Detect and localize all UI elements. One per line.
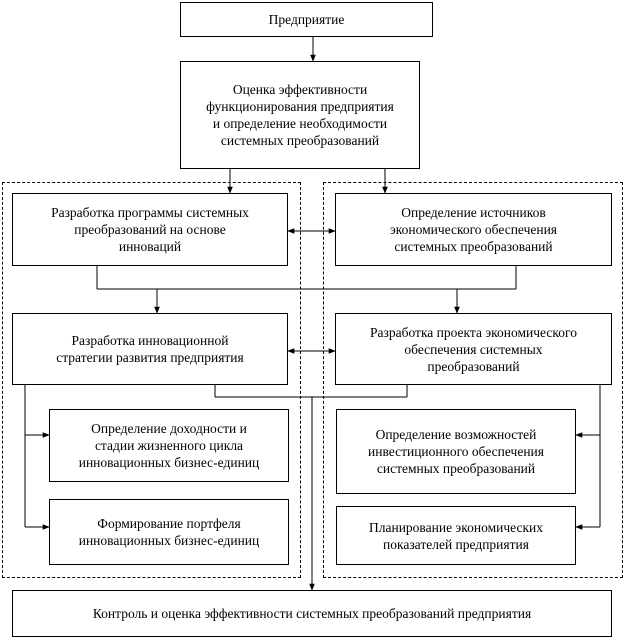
planning-box: Планирование экономических показателей п…: [336, 506, 576, 565]
control-box: Контроль и оценка эффективности системны…: [12, 590, 612, 637]
investment-box: Определение возможностей инвестиционного…: [336, 409, 576, 494]
econ-project-label: Разработка проекта экономического обеспе…: [370, 324, 577, 374]
strategy-label: Разработка инновационной стратегии разви…: [56, 333, 244, 365]
investment-label: Определение возможностей инвестиционного…: [368, 427, 544, 476]
economic-group-frame: [323, 182, 623, 578]
assessment-label: Оценка эффективности функционирования пр…: [206, 82, 394, 148]
assessment-box: Оценка эффективности функционирования пр…: [180, 61, 420, 169]
enterprise-label: Предприятие: [268, 12, 345, 27]
control-label: Контроль и оценка эффективности системны…: [92, 606, 532, 621]
profitability-label: Определение доходности и стадии жизненно…: [78, 421, 260, 470]
program-label: Разработка программы системных преобразо…: [51, 205, 249, 254]
innovation-group-frame: [2, 182, 301, 578]
sources-box: Определение источников экономического об…: [335, 193, 612, 266]
strategy-box: Разработка инновационной стратегии разви…: [12, 313, 288, 385]
sources-label: Определение источников экономического об…: [389, 205, 558, 254]
enterprise-box: Предприятие: [180, 2, 433, 37]
profitability-box: Определение доходности и стадии жизненно…: [49, 409, 289, 482]
program-box: Разработка программы системных преобразо…: [12, 193, 288, 266]
econ-project-box: Разработка проекта экономического обеспе…: [335, 313, 612, 385]
portfolio-label: Формирование портфеля инновационных бизн…: [78, 516, 260, 548]
portfolio-box: Формирование портфеля инновационных бизн…: [49, 499, 289, 565]
planning-label: Планирование экономических показателей п…: [369, 519, 543, 552]
